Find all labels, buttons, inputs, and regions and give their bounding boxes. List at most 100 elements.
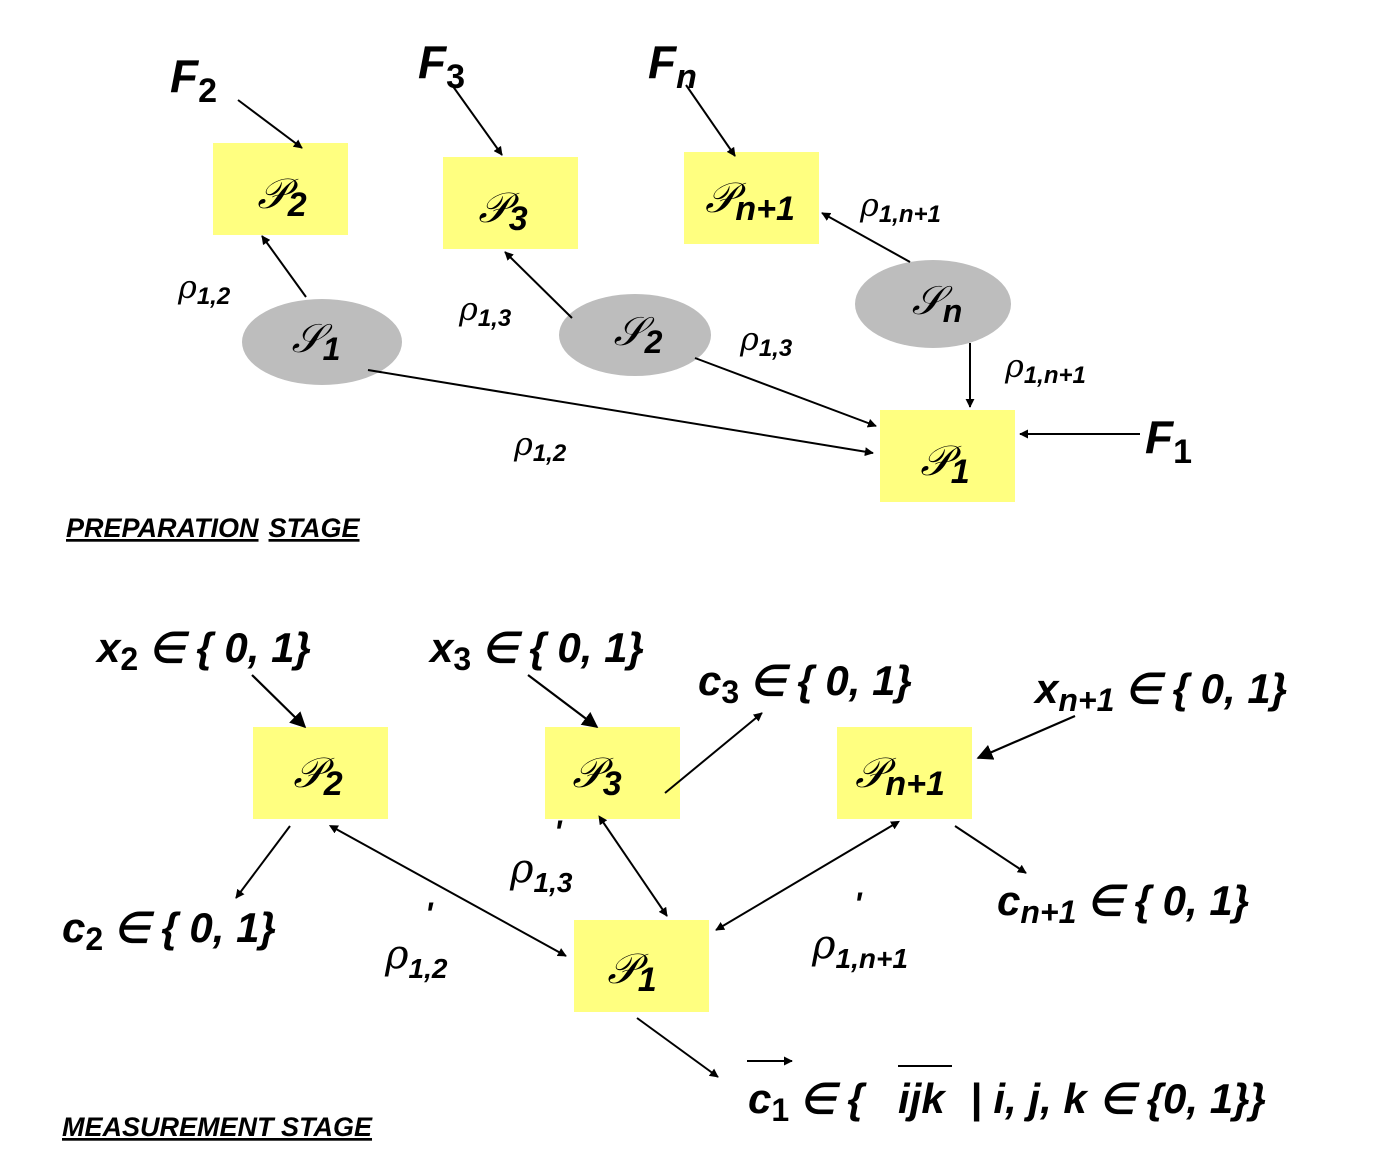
rho-subscript: 1,2 bbox=[197, 283, 231, 310]
prime-mark: ' bbox=[554, 814, 563, 850]
rho-symbol: ρ bbox=[739, 320, 759, 358]
output-set: ∈ { 0, 1} bbox=[749, 657, 912, 704]
channel-p1-p3 bbox=[598, 815, 668, 917]
output-set-open: ∈ { bbox=[799, 1075, 867, 1122]
arrow-p2-c2 bbox=[235, 825, 291, 899]
arrow-s1-p1 bbox=[367, 369, 874, 457]
input-var: x bbox=[1033, 665, 1060, 712]
label-rho-s1-p1: ρ1,2 bbox=[513, 425, 567, 467]
label-rho-s2-p1: ρ1,3 bbox=[739, 320, 793, 362]
party-subscript: 1 bbox=[638, 961, 657, 999]
meas-input-xn1: xn+1 ∈ { 0, 1} bbox=[1033, 665, 1287, 718]
input-subscript: 3 bbox=[446, 58, 465, 96]
svg-text:𝒫1: 𝒫1 bbox=[607, 944, 656, 999]
arrow-sn-pn1 bbox=[821, 212, 911, 263]
meas-node-p1: 𝒫1 bbox=[574, 920, 709, 1012]
prep-source-sn: 𝒮n bbox=[855, 260, 1011, 348]
rho-symbol: ρ bbox=[811, 922, 836, 968]
output-var: c bbox=[698, 657, 721, 704]
input-symbol: F bbox=[1145, 411, 1175, 463]
svg-text:𝒫2: 𝒫2 bbox=[293, 748, 342, 803]
preparation-stage-title: PREPARATION STAGE bbox=[66, 513, 361, 543]
prime-mark: ' bbox=[854, 886, 863, 922]
prep-input-f2: F2 bbox=[170, 50, 217, 110]
input-subscript: 3 bbox=[453, 641, 471, 677]
arrow-xn1-pn1 bbox=[976, 714, 1076, 760]
meas-output-c3: c3 ∈ { 0, 1} bbox=[698, 657, 912, 710]
prep-input-f3: F3 bbox=[418, 36, 465, 96]
input-var: x bbox=[95, 624, 122, 671]
rho-subscript: 1,n+1 bbox=[836, 943, 908, 974]
input-var: x bbox=[428, 624, 455, 671]
prep-input-fn: Fn bbox=[648, 36, 697, 96]
rho-symbol: ρ bbox=[384, 932, 409, 978]
party-subscript: 3 bbox=[603, 765, 622, 803]
input-symbol: F bbox=[170, 50, 200, 102]
svg-text:ρ1,n+1: ρ1,n+1 bbox=[811, 922, 908, 974]
output-condition: | i, j, k ∈ {0, 1}} bbox=[970, 1075, 1266, 1122]
rho-symbol: ρ bbox=[177, 268, 197, 306]
svg-text:ρ1,3: ρ1,3 bbox=[509, 846, 573, 898]
input-subscript: 1 bbox=[1173, 433, 1192, 471]
rho-subscript: 1,2 bbox=[409, 953, 448, 984]
rho-subscript: 1,3 bbox=[759, 335, 793, 362]
meas-input-x3: x3 ∈ { 0, 1} bbox=[428, 624, 644, 677]
measurement-stage-title: MEASUREMENT STAGE bbox=[62, 1112, 373, 1142]
output-subscript: 3 bbox=[721, 674, 739, 710]
stage-title-word-2: STAGE bbox=[269, 513, 361, 543]
rho-subscript: 1,3 bbox=[478, 305, 512, 332]
party-subscript: 1 bbox=[951, 453, 970, 491]
meas-node-p3: 𝒫3 bbox=[545, 727, 680, 819]
output-var: c bbox=[997, 877, 1020, 924]
svg-text:𝒮1: 𝒮1 bbox=[292, 316, 341, 367]
meas-node-pn1: 𝒫n+1 bbox=[837, 727, 972, 819]
rho-subscript: 1,3 bbox=[534, 867, 573, 898]
input-subscript: 2 bbox=[120, 641, 138, 677]
input-set: ∈ { 0, 1} bbox=[148, 624, 311, 671]
source-subscript: 1 bbox=[323, 331, 341, 367]
arrow-fn-pn1 bbox=[685, 84, 736, 157]
arrow-f3-p3 bbox=[451, 84, 503, 156]
input-set: ∈ { 0, 1} bbox=[481, 624, 644, 671]
prep-input-f1: F1 bbox=[1145, 411, 1192, 471]
prep-node-pn1: 𝒫n+1 bbox=[684, 152, 819, 244]
arrow-p1-c1 bbox=[636, 1017, 719, 1078]
meas-output-c2: c2 ∈ { 0, 1} bbox=[62, 904, 276, 957]
prime-mark: ' bbox=[425, 896, 434, 932]
input-set: ∈ { 0, 1} bbox=[1124, 665, 1287, 712]
measurement-stage: 𝒫2 𝒫3 𝒫n+1 𝒫1 x2∈ { 0, 1} x3∈ { 0, bbox=[62, 624, 1287, 1142]
arrow-s2-p1 bbox=[694, 357, 877, 428]
meas-input-x2: x2 ∈ { 0, 1} bbox=[95, 624, 311, 677]
meas-output-c1: c1∈ { ijk | i, j, k ∈ {0, 1}} bbox=[747, 1056, 1266, 1128]
output-subscript: 2 bbox=[85, 921, 103, 957]
party-subscript: n+1 bbox=[885, 765, 945, 803]
label-rho-prime-1n1: ' ρ1,n+1 bbox=[811, 886, 908, 974]
input-subscript: n bbox=[676, 58, 697, 96]
stage-title-word-1: PREPARATION bbox=[66, 513, 259, 543]
prep-node-p1: 𝒫1 bbox=[880, 410, 1015, 502]
party-subscript: n+1 bbox=[735, 190, 795, 228]
svg-text:c1∈ {: c1∈ { bbox=[748, 1075, 867, 1128]
party-subscript: 2 bbox=[287, 186, 307, 224]
prep-node-p3: 𝒫3 bbox=[443, 157, 578, 249]
output-var: c bbox=[748, 1075, 771, 1122]
party-subscript: 2 bbox=[323, 765, 343, 803]
rho-symbol: ρ bbox=[513, 425, 533, 463]
rho-symbol: ρ bbox=[458, 290, 478, 328]
output-var: c bbox=[62, 904, 85, 951]
arrow-s1-p2 bbox=[261, 235, 307, 298]
output-set: ∈ { 0, 1} bbox=[113, 904, 276, 951]
meas-node-p2: 𝒫2 bbox=[253, 727, 388, 819]
label-rho-s1-p2: ρ1,2 bbox=[177, 268, 231, 310]
prep-source-s2: 𝒮2 bbox=[559, 294, 711, 376]
channel-p1-pn1 bbox=[715, 820, 900, 931]
prep-source-s1: 𝒮1 bbox=[242, 299, 402, 385]
source-subscript: 2 bbox=[644, 324, 663, 360]
rho-symbol: ρ bbox=[1004, 347, 1024, 385]
prep-node-p2: 𝒫2 bbox=[213, 143, 348, 235]
rho-symbol: ρ bbox=[859, 186, 879, 224]
label-rho-prime-13: ' ρ1,3 bbox=[509, 814, 573, 898]
input-subscript: n+1 bbox=[1058, 682, 1114, 718]
input-symbol: F bbox=[418, 36, 448, 88]
